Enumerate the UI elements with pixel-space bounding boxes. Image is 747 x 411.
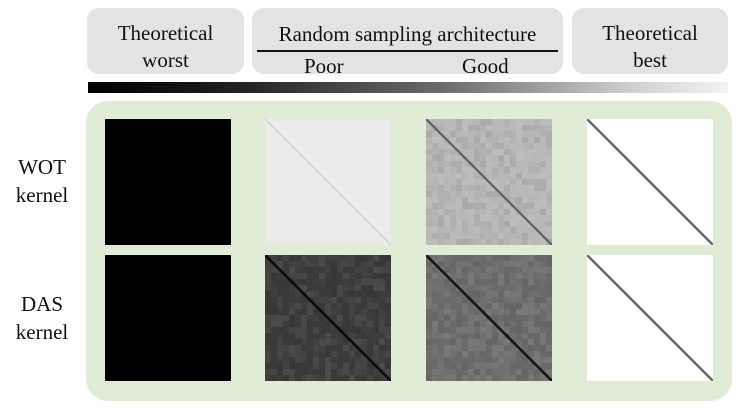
tile-das-good [426, 255, 552, 381]
kernel-matrix-das-theoretical-worst [105, 255, 231, 381]
header-poor-label: Poor [304, 54, 344, 78]
kernel-matrix-das-poor [265, 255, 391, 381]
header-theoretical-worst-line2: worst [142, 48, 189, 72]
tile-das-theoretical-worst [105, 255, 231, 381]
kernel-diagonal [265, 119, 391, 245]
kernel-matrix-wot-good [426, 119, 552, 245]
quality-gradient-bar [88, 82, 728, 93]
row-label-das-line2: kernel [15, 320, 69, 344]
header-random-sampling-title: Random sampling architecture [278, 22, 537, 46]
kernel-diagonal [587, 119, 713, 245]
header-theoretical-worst: Theoretical worst [87, 8, 244, 74]
kernel-matrix-das-theoretical-best [587, 255, 713, 381]
tile-das-poor [265, 255, 391, 381]
header-random-sampling-rule [257, 50, 558, 52]
header-theoretical-worst-line1: Theoretical [117, 21, 214, 45]
row-label-wot: WOT kernel [0, 153, 84, 209]
header-good-label: Good [462, 54, 509, 78]
kernel-texture [426, 255, 552, 381]
kernel-diagonal [265, 255, 391, 381]
kernel-matrix-wot-theoretical-best [587, 119, 713, 245]
kernel-matrix-wot-poor [265, 119, 391, 245]
kernel-diagonal [587, 255, 713, 381]
tile-wot-good [426, 119, 552, 245]
tile-das-theoretical-best [587, 255, 713, 381]
kernel-texture [265, 255, 391, 381]
row-label-wot-line1: WOT [18, 155, 66, 179]
header-theoretical-best-line1: Theoretical [602, 21, 698, 45]
tile-wot-theoretical-worst [105, 119, 231, 245]
header-random-sampling: Random sampling architecture Poor Good [252, 8, 563, 78]
tile-wot-poor [265, 119, 391, 245]
kernel-matrix-wot-theoretical-worst [105, 119, 231, 245]
row-label-das-line1: DAS [20, 292, 63, 316]
tile-wot-theoretical-best [587, 119, 713, 245]
header-theoretical-best-line2: best [633, 48, 667, 72]
kernel-texture [426, 119, 552, 245]
kernel-background [105, 119, 231, 245]
kernel-diagonal [426, 119, 552, 245]
kernel-matrix-das-good [426, 255, 552, 381]
row-label-das: DAS kernel [0, 290, 84, 346]
header-theoretical-best: Theoretical best [572, 8, 728, 74]
row-label-wot-line2: kernel [15, 183, 69, 207]
kernel-background [105, 255, 231, 381]
kernel-diagonal [426, 255, 552, 381]
